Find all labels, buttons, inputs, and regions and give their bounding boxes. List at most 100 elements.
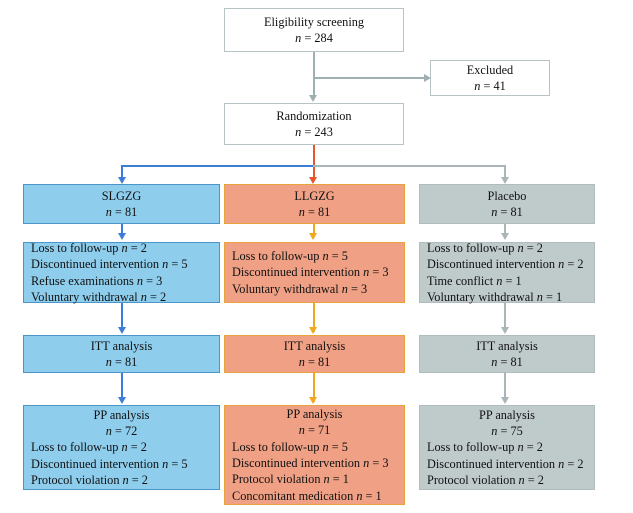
n-symbol: n <box>105 355 112 369</box>
n-value: = 1 <box>542 289 563 304</box>
n-symbol: n <box>341 281 348 296</box>
n-symbol: n <box>363 456 370 470</box>
connector-itt-to-pp-slgzg <box>121 373 123 402</box>
row-label: Discontinued intervention <box>31 257 163 272</box>
arrowhead-attrition-slgzg <box>117 233 126 240</box>
node-itt-placebo: ITT analysis n = 81 <box>419 335 595 373</box>
pp-row: Discontinued intervention n = 3 <box>232 455 404 471</box>
pp-count: n = 72 <box>24 423 219 439</box>
attrition-row: Loss to follow-up n = 2 <box>427 240 589 256</box>
n-symbol: n <box>121 240 128 255</box>
node-itt-slgzg: ITT analysis n = 81 <box>23 335 220 373</box>
arrowhead-itt-slgzg <box>117 327 126 334</box>
n-value: = 2 <box>127 440 147 455</box>
n-symbol: n <box>122 473 129 488</box>
n-symbol: n <box>162 456 169 471</box>
n-symbol: n <box>496 273 503 288</box>
n-value: = 81 <box>497 355 523 369</box>
itt-slgzg-title: ITT analysis <box>90 338 153 353</box>
node-group-slgzg: SLGZG n = 81 <box>23 184 220 224</box>
n-value: = 5 <box>328 439 348 454</box>
n-value: = 243 <box>301 125 333 139</box>
n-symbol: n <box>295 125 302 139</box>
attrition-row: Discontinued intervention n = 5 <box>31 256 214 272</box>
n-symbol: n <box>298 355 305 369</box>
connector-itt-to-pp-llgzg <box>313 373 315 402</box>
attrition-row: Loss to follow-up n = 2 <box>31 240 214 256</box>
n-symbol: n <box>558 257 565 272</box>
pp-row: Discontinued intervention n = 5 <box>31 456 219 472</box>
n-symbol: n <box>518 473 525 488</box>
n-symbol: n <box>136 273 144 288</box>
n-value: = 2 <box>524 473 544 488</box>
n-value: = 1 <box>502 273 522 288</box>
n-value: = 81 <box>304 355 331 369</box>
n-value: = 81 <box>497 205 523 219</box>
group-llgzg-title: LLGZG <box>294 188 335 203</box>
connector-attrition-to-itt-slgzg <box>121 303 123 332</box>
arrowhead-itt-llgzg <box>309 327 317 334</box>
n-value: = 1 <box>329 472 349 487</box>
attrition-row: Voluntary withdrawal n = 3 <box>232 281 399 297</box>
itt-slgzg-count: n = 81 <box>24 354 219 370</box>
row-label: Concomitant medication <box>232 488 357 503</box>
n-symbol: n <box>491 355 498 369</box>
n-value: = 3 <box>369 456 389 470</box>
arrowhead-randomization <box>309 95 317 102</box>
row-label: Protocol violation <box>31 473 123 488</box>
row-label: Loss to follow-up <box>232 439 323 454</box>
arrowhead-group-placebo <box>500 177 509 184</box>
n-value: = 2 <box>127 240 147 255</box>
n-symbol: n <box>298 205 305 219</box>
n-symbol: n <box>162 257 169 272</box>
arrowhead-group-slgzg <box>117 177 126 184</box>
row-label: Voluntary withdrawal <box>427 289 537 304</box>
n-value: = 71 <box>304 423 331 438</box>
connector-branch-left-drop <box>121 165 123 179</box>
n-value: = 284 <box>301 31 333 45</box>
n-value: = 2 <box>564 257 584 272</box>
connector-llgzg-to-attrition <box>313 224 315 236</box>
connector-itt-to-pp-placebo <box>504 373 506 402</box>
group-slgzg-count: n = 81 <box>24 204 219 220</box>
group-placebo-title: Placebo <box>487 188 527 203</box>
excluded-count: n = 41 <box>431 78 549 94</box>
row-label: Discontinued intervention <box>232 456 364 470</box>
excluded-title: Excluded <box>466 62 514 77</box>
n-value: = 3 <box>369 265 389 280</box>
connector-branch-right-drop <box>504 165 506 179</box>
row-label: Loss to follow-up <box>427 440 518 455</box>
n-value: = 3 <box>143 273 163 288</box>
connector-slgzg-to-attrition <box>121 224 123 236</box>
row-label: Loss to follow-up <box>427 240 518 255</box>
node-itt-llgzg: ITT analysis n = 81 <box>224 335 405 373</box>
node-eligibility-screening: Eligibility screening n = 284 <box>224 8 404 52</box>
itt-llgzg-title: ITT analysis <box>283 338 346 353</box>
n-symbol: n <box>517 240 524 255</box>
attrition-row: Discontinued intervention n = 2 <box>427 256 589 272</box>
arrowhead-attrition-llgzg <box>309 233 317 240</box>
n-value: = 81 <box>111 355 138 369</box>
n-value: = 81 <box>304 205 331 219</box>
pp-row: Protocol violation n = 1 <box>232 471 404 487</box>
n-symbol: n <box>140 289 147 304</box>
n-value: = 5 <box>168 456 188 471</box>
node-randomization: Randomization n = 243 <box>224 103 404 145</box>
pp-row: Loss to follow-up n = 2 <box>427 439 594 455</box>
arrowhead-itt-placebo <box>500 327 509 334</box>
connector-branch-right <box>313 165 506 167</box>
group-slgzg-title: SLGZG <box>101 188 142 203</box>
row-label: Loss to follow-up <box>31 240 122 255</box>
node-group-llgzg: LLGZG n = 81 <box>224 184 405 224</box>
pp-row: Loss to follow-up n = 5 <box>232 439 404 455</box>
group-placebo-count: n = 81 <box>420 204 594 220</box>
n-value: = 2 <box>564 456 584 471</box>
